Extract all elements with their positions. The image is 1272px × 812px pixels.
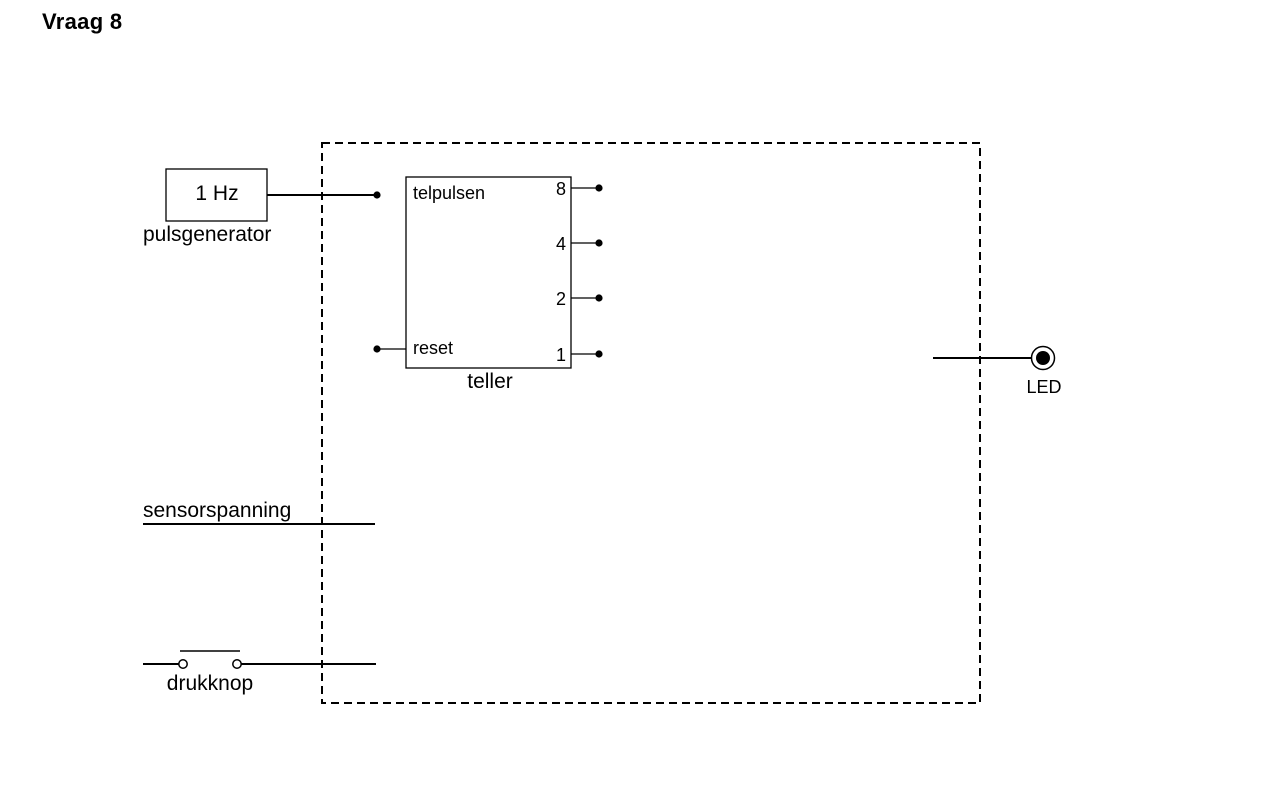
led-label: LED: [1026, 377, 1061, 397]
push-button-label: drukknop: [167, 672, 253, 695]
push-button-contact-right: [232, 659, 242, 669]
counter-label: teller: [467, 370, 513, 393]
reset-input-terminal: [373, 345, 381, 353]
counter-output-terminal: [595, 294, 603, 302]
processing-area-border: [321, 142, 981, 704]
counter-output-8: 8: [556, 179, 603, 199]
counter-output-label: 4: [556, 234, 566, 254]
counter-output-1: 1: [556, 345, 603, 365]
pulse-generator-box: [165, 168, 268, 222]
sensor-voltage-input: sensorspanning: [143, 499, 375, 525]
counter-output-label: 1: [556, 345, 566, 365]
counter-output-2: 2: [556, 289, 603, 309]
counter-box: [405, 176, 572, 369]
counter-output-label: 8: [556, 179, 566, 199]
pulse-generator: 1 Hz pulsgenerator: [143, 168, 377, 246]
counter-output-4: 4: [556, 234, 603, 254]
counter-reset-input-label: reset: [413, 338, 453, 358]
pulse-generator-label: pulsgenerator: [143, 223, 271, 246]
page-title: Vraag 8: [42, 9, 123, 34]
led-icon: [1036, 351, 1050, 365]
counter-output-label: 2: [556, 289, 566, 309]
push-button: drukknop: [143, 650, 376, 695]
counter-count-input-label: telpulsen: [413, 183, 485, 203]
push-button-contact-left: [178, 659, 188, 669]
counter: teller telpulsen reset 8 4 2 1: [373, 176, 603, 393]
counter-output-terminal: [595, 239, 603, 247]
count-input-terminal: [373, 191, 381, 199]
counter-output-terminal: [595, 184, 603, 192]
led: LED: [933, 345, 1062, 397]
counter-output-terminal: [595, 350, 603, 358]
sensor-voltage-label: sensorspanning: [143, 499, 291, 522]
pulse-generator-frequency: 1 Hz: [195, 182, 238, 205]
